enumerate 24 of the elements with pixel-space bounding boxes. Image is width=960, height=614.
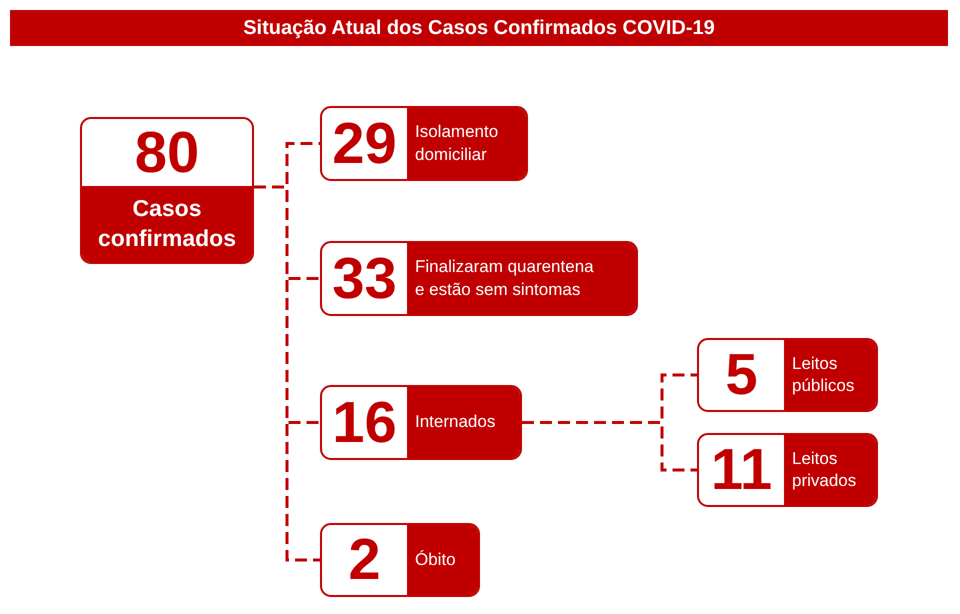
stat-card	[320, 106, 528, 181]
case-count: 80	[134, 124, 200, 182]
case-count: 16	[332, 394, 397, 452]
stat-card	[80, 117, 254, 264]
case-label: Casos confirmados	[82, 186, 252, 262]
stat-card	[320, 385, 522, 460]
case-count: 33	[332, 250, 397, 308]
case-count: 29	[332, 114, 397, 172]
dashed-connector	[254, 186, 320, 562]
case-label: Leitos privados	[784, 435, 876, 505]
stat-card	[320, 523, 480, 597]
case-count: 11	[710, 441, 772, 499]
dashed-connector	[522, 421, 697, 472]
case-label: Leitos públicos	[784, 340, 876, 410]
stat-card	[697, 433, 878, 507]
case-label: Isolamento domiciliar	[407, 108, 526, 179]
case-count: 5	[725, 346, 758, 404]
stat-card	[320, 241, 638, 316]
title-bar: Situação Atual dos Casos Confirmados COVID-19	[10, 10, 948, 46]
case-label: Internados	[407, 387, 520, 458]
case-label: Óbito	[407, 525, 478, 595]
case-label: Finalizaram quarentena e estão sem sintomas	[407, 243, 636, 314]
stat-card	[697, 338, 878, 412]
case-count: 2	[348, 531, 381, 589]
